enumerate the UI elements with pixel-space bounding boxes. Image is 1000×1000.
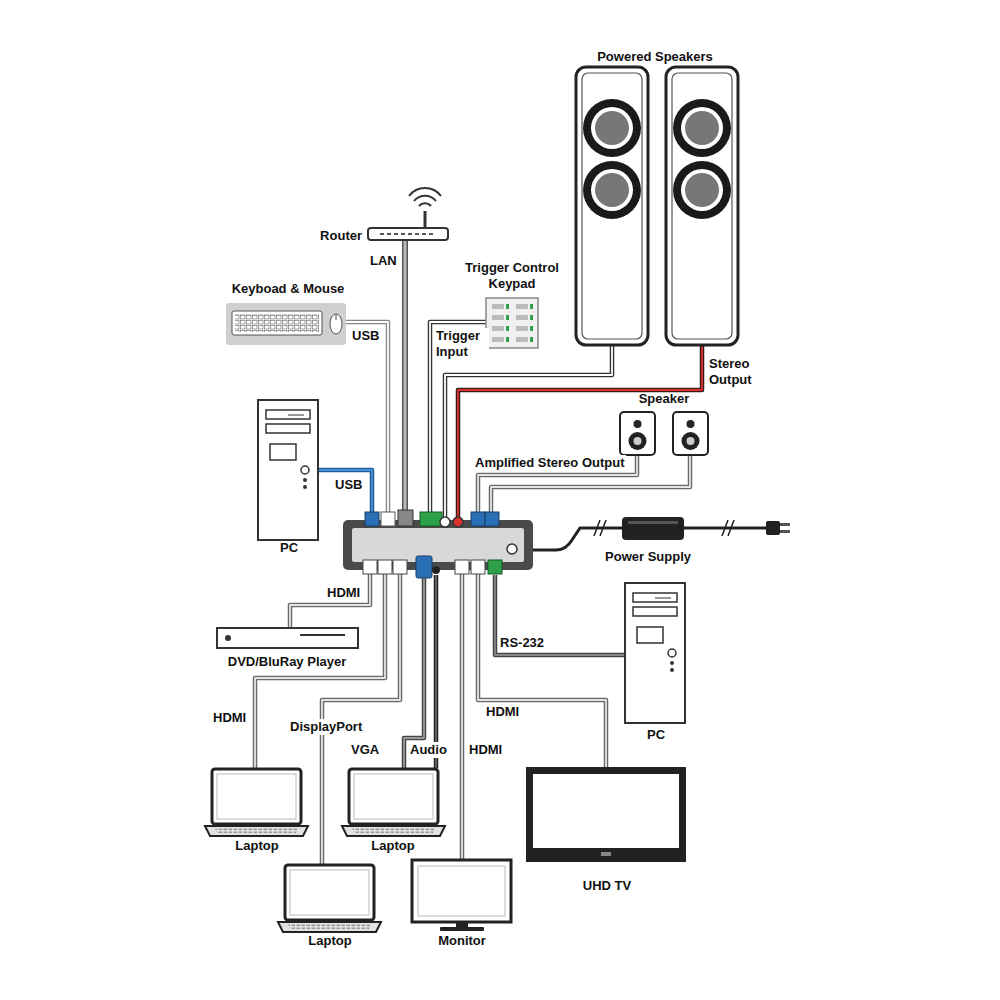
device-name: Router <box>298 228 362 244</box>
cable-label: LAN <box>369 253 398 269</box>
cable-label: HDMI <box>468 742 503 758</box>
device-name: PC <box>626 727 686 743</box>
cable-label: VGA <box>350 742 380 758</box>
device-label: Keyboad & Mouse <box>218 281 358 297</box>
device-name: DVD/BluRay Player <box>207 654 367 670</box>
device-name: Laptop <box>217 838 297 854</box>
device-name: UHD TV <box>567 878 647 894</box>
device-label: Power Supply <box>588 549 708 565</box>
cable-label: Trigger Input <box>435 328 489 360</box>
device-label: Laptop <box>290 933 370 949</box>
cable-label: USB <box>351 328 380 344</box>
device-label: Router <box>298 228 362 244</box>
device-label: Trigger Control Keypad <box>452 260 572 292</box>
device-name: Laptop <box>353 838 433 854</box>
device-label: PC <box>626 727 686 743</box>
cable-label: DisplayPort <box>289 719 363 735</box>
cable-label: RS-232 <box>499 635 545 651</box>
device-label: Laptop <box>217 838 297 854</box>
device-name: Monitor <box>422 933 502 949</box>
cable-label: Amplified Stereo Output <box>474 455 626 471</box>
device-label: Speaker <box>624 391 704 407</box>
device-name: Trigger Control Keypad <box>452 260 572 292</box>
device-name: Power Supply <box>588 549 708 565</box>
device-name: Powered Speakers <box>585 49 725 65</box>
device-label: DVD/BluRay Player <box>207 654 367 670</box>
device-name: Laptop <box>290 933 370 949</box>
device-label: Monitor <box>422 933 502 949</box>
cable-label: Stereo Output <box>708 356 762 388</box>
cable-label: HDMI <box>326 585 361 601</box>
device-name: Keyboad & Mouse <box>218 281 358 297</box>
device-label: Powered Speakers <box>585 49 725 65</box>
cable-label: Audio <box>409 742 448 758</box>
device-label: UHD TV <box>567 878 647 894</box>
device-name: Speaker <box>624 391 704 407</box>
device-label: PC <box>259 540 319 556</box>
cable-label: HDMI <box>212 710 247 726</box>
cable-label: USB <box>334 477 363 493</box>
cable-label: HDMI <box>485 704 520 720</box>
device-label: Laptop <box>353 838 433 854</box>
device-name: PC <box>259 540 319 556</box>
